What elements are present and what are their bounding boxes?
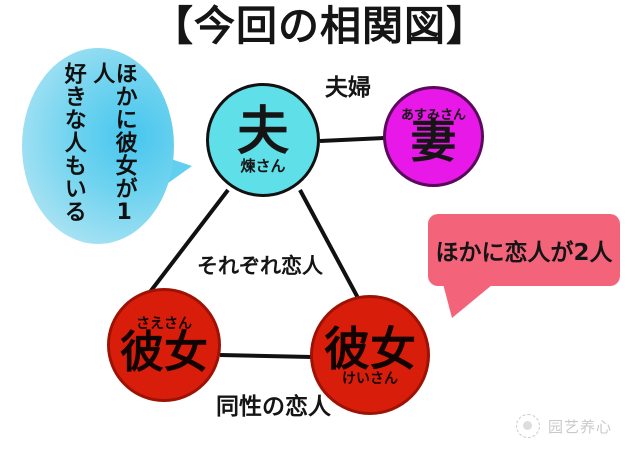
node-girlfriend-sae[interactable]: さえさん 彼女 bbox=[107, 288, 221, 402]
speech-bubble-right-tail bbox=[442, 280, 498, 318]
speech-bubble-left-text: ほかに彼女が1人 好きな人もいる bbox=[22, 48, 174, 244]
speech-bubble-right-text: ほかに恋人が2人 bbox=[435, 240, 613, 266]
edge-sae-kei bbox=[219, 353, 313, 359]
edge-label-couple: 夫婦 bbox=[325, 75, 371, 101]
node-girlfriend-kei-label: 彼女 bbox=[324, 321, 416, 376]
node-wife-name: あすみさん bbox=[400, 108, 466, 124]
speech-bubble-left-line1: ほかに彼女が1人 bbox=[89, 62, 137, 226]
node-girlfriend-kei-name: けいさん bbox=[342, 371, 398, 388]
speech-bubble-left-body bbox=[22, 48, 174, 244]
edge-label-same-sex-lover: 同性の恋人 bbox=[216, 394, 331, 420]
watermark-logo-icon bbox=[516, 414, 540, 438]
watermark-text: 园艺养心 bbox=[548, 417, 613, 436]
speech-bubble-left-line2: 好きな人もいる bbox=[60, 62, 86, 223]
node-wife-label: 妻 bbox=[410, 114, 457, 169]
node-husband[interactable]: 夫 煉さん bbox=[206, 83, 320, 197]
node-wife[interactable]: あすみさん 妻 bbox=[383, 86, 484, 187]
node-girlfriend-sae-name: さえさん bbox=[136, 315, 192, 332]
edge-husband-kei bbox=[298, 189, 360, 299]
watermark: 园艺养心 bbox=[516, 414, 612, 438]
node-husband-name: 煉さん bbox=[240, 156, 286, 175]
edge-husband-sae bbox=[148, 188, 230, 294]
page-title: 【今回の相関図】 bbox=[152, 2, 488, 50]
node-girlfriend-sae-label: 彼女 bbox=[120, 326, 208, 378]
speech-bubble-left: ほかに彼女が1人 好きな人もいる bbox=[22, 48, 192, 244]
node-girlfriend-kei[interactable]: 彼女 けいさん bbox=[310, 295, 430, 415]
edge-label-each-lover: それぞれ恋人 bbox=[197, 254, 323, 278]
edge-husband-wife bbox=[319, 136, 385, 143]
node-husband-label: 夫 bbox=[236, 102, 289, 163]
speech-bubble-right-body bbox=[428, 214, 620, 286]
speech-bubble-right: ほかに恋人が2人 bbox=[428, 214, 620, 318]
